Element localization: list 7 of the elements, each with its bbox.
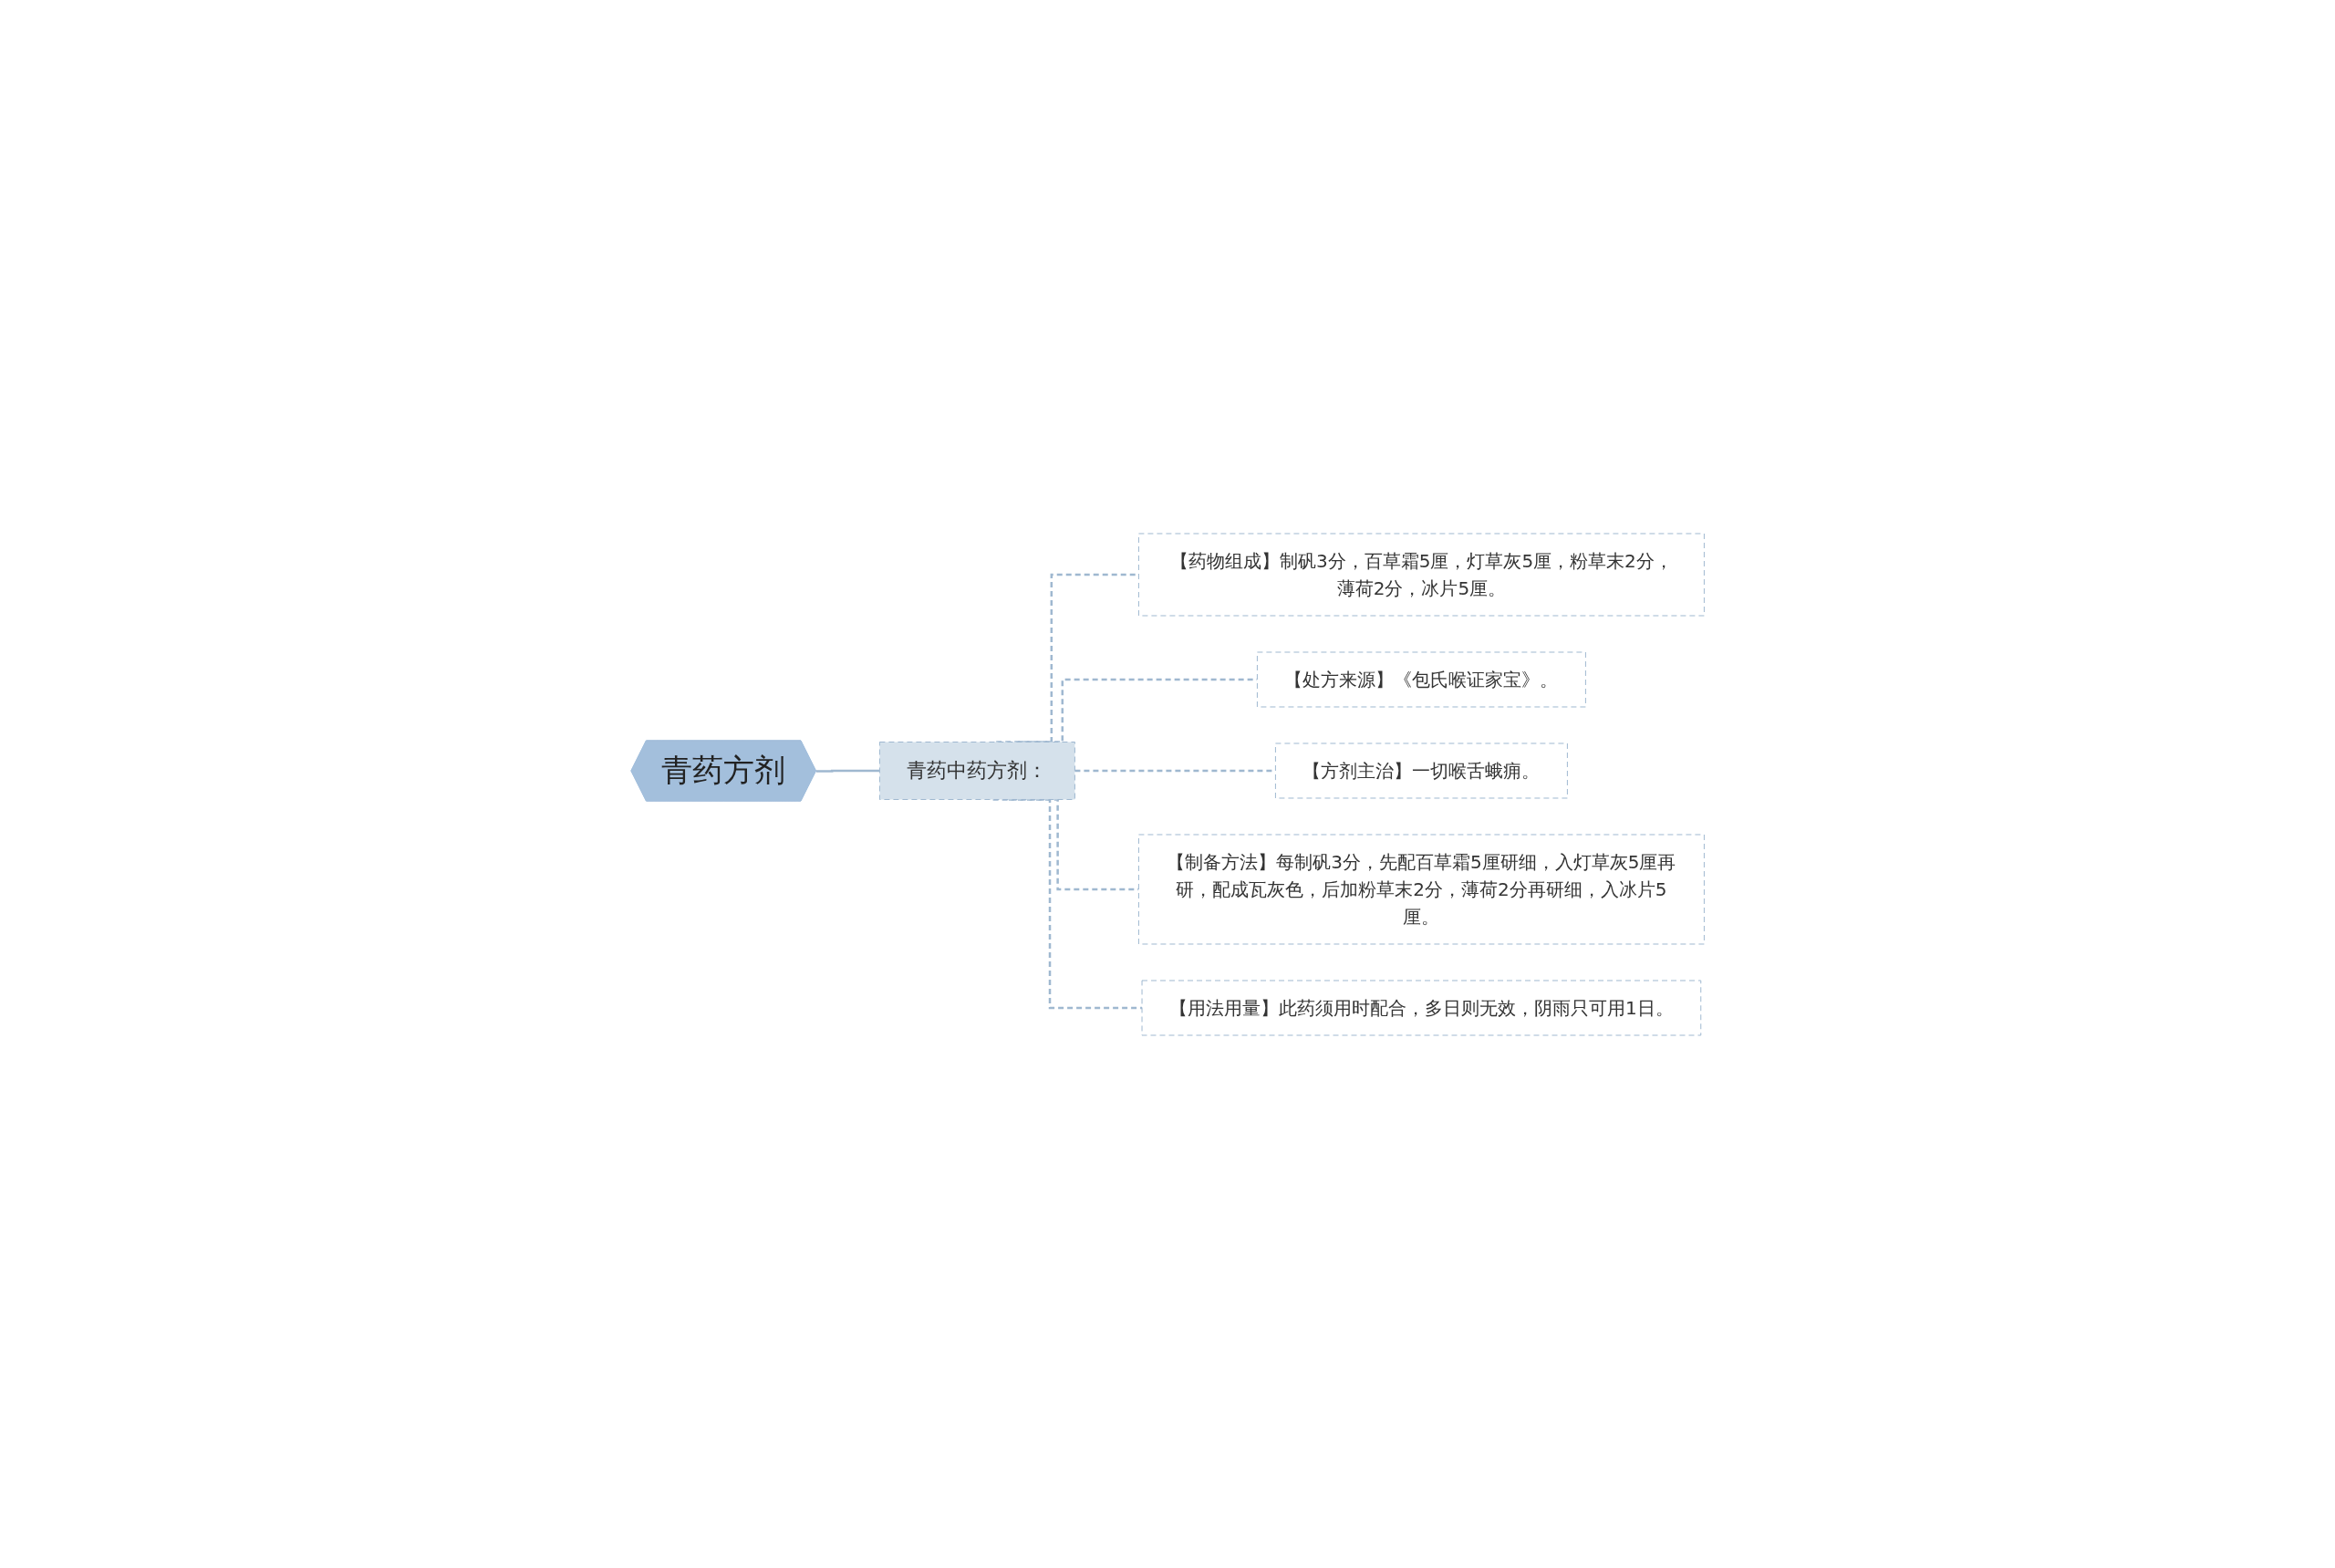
node-box: 【方剂主治】一切喉舌蛾痈。: [1274, 742, 1568, 798]
node-box: 【制备方法】每制矾3分，先配百草霜5厘研细，入灯草灰5厘再研，配成瓦灰色，后加粉草末2分，薄荷2分再研细，入冰片5厘。: [1137, 834, 1705, 944]
connector: [815, 769, 880, 773]
node-box: 【处方来源】《包氏喉证家宝》。: [1256, 651, 1586, 707]
node-box: 【药物组成】制矾3分，百草霜5厘，灯草灰5厘，粉草末2分，薄荷2分，冰片5厘。: [1137, 533, 1705, 616]
node-box: 青药中药方剂：: [878, 741, 1075, 800]
node-box: 【用法用量】此药须用时配合，多日则无效，阴雨只可用1日。: [1141, 980, 1702, 1035]
